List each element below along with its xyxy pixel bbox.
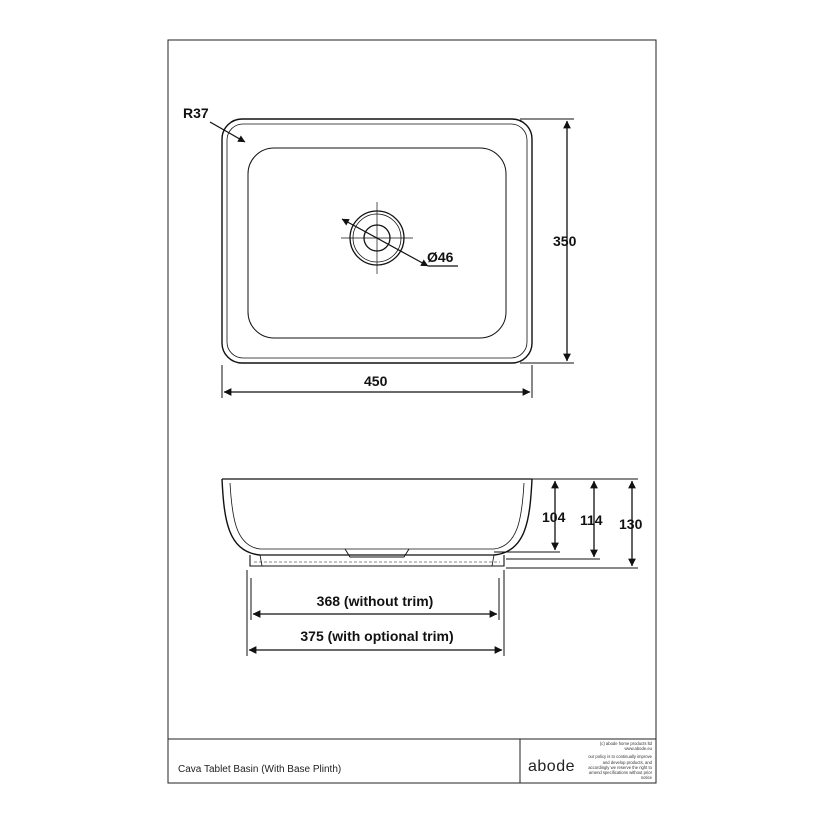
base-without-trim-label: 368 (without trim) bbox=[317, 593, 434, 609]
height-plinth-label: 114 bbox=[580, 512, 603, 528]
copyright-note: (c) abode home products ltd www.abode.eu bbox=[599, 741, 652, 752]
depth-dimension bbox=[520, 118, 574, 364]
base-dimensions bbox=[246, 570, 505, 656]
title-block-notes: (c) abode home products ltd www.abode.eu… bbox=[588, 741, 652, 783]
height-extensions bbox=[494, 478, 638, 569]
sheet-border bbox=[167, 39, 657, 784]
radius-leader bbox=[209, 121, 246, 143]
height-total-label: 130 bbox=[619, 516, 643, 532]
width-dimension bbox=[221, 365, 533, 398]
radius-label: R37 bbox=[183, 105, 209, 121]
product-title: Cava Tablet Basin (With Base Plinth) bbox=[178, 764, 342, 775]
base-with-trim-label: 375 (with optional trim) bbox=[300, 628, 453, 644]
height-inner-label: 104 bbox=[542, 509, 566, 525]
width-label: 450 bbox=[364, 373, 388, 389]
drain-leader-arrow bbox=[341, 218, 429, 267]
basin-top-view bbox=[221, 118, 533, 364]
basin-side-view bbox=[221, 478, 533, 567]
drain-label: Ø46 bbox=[427, 249, 454, 265]
brand-logo: abode bbox=[528, 758, 575, 775]
depth-label: 350 bbox=[553, 233, 577, 249]
policy-note: our policy is to continually improve and… bbox=[588, 754, 652, 781]
